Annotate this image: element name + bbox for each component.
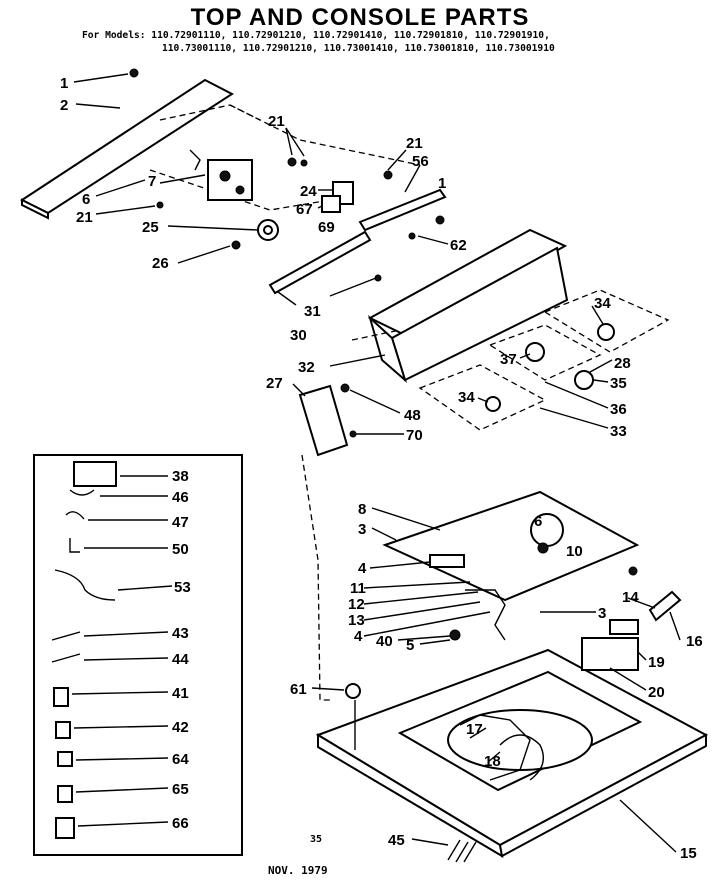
- console-housing: [367, 228, 569, 384]
- callout-42: 42: [172, 719, 189, 736]
- callout-24: 24: [300, 183, 317, 200]
- callout-50: 50: [172, 541, 189, 558]
- models-line-2: 110.73001110, 110.72901210, 110.73001410…: [162, 43, 555, 54]
- page-number: 35: [310, 834, 323, 845]
- callout-34: 34: [594, 295, 611, 312]
- washer-top: [315, 648, 709, 858]
- callout-7: 7: [148, 173, 156, 190]
- callout-5: 5: [406, 637, 414, 654]
- callout-15: 15: [680, 845, 697, 862]
- callout-2: 2: [60, 97, 68, 114]
- callout-28: 28: [614, 355, 631, 372]
- callout-12: 12: [348, 596, 365, 613]
- callout-62: 62: [450, 237, 467, 254]
- callout-69: 69: [318, 219, 335, 236]
- callout-26: 26: [152, 255, 169, 272]
- timer-assembly: [189, 149, 279, 241]
- callout-31: 31: [304, 303, 321, 320]
- callout-8: 8: [358, 501, 366, 518]
- callout-70: 70: [406, 427, 423, 444]
- callout-35: 35: [610, 375, 627, 392]
- page-title: TOP AND CONSOLE PARTS: [190, 4, 530, 31]
- callout-30: 30: [290, 327, 307, 344]
- callout-21: 21: [406, 135, 423, 152]
- callout-33: 33: [610, 423, 627, 440]
- callout-38: 38: [172, 468, 189, 485]
- callout-65: 65: [172, 781, 189, 798]
- callout-21: 21: [268, 113, 285, 130]
- callout-10: 10: [566, 543, 583, 560]
- callout-19: 19: [648, 654, 665, 671]
- callout-34: 34: [458, 389, 475, 406]
- callout-66: 66: [172, 815, 189, 832]
- callout-64: 64: [172, 751, 189, 768]
- callout-47: 47: [172, 514, 189, 531]
- callout-17: 17: [466, 721, 483, 738]
- callout-labels: 1 2 6 21 7 21 21 56 24 67 69 1 25 26 62 …: [60, 75, 703, 862]
- callout-25: 25: [142, 219, 159, 236]
- loose-parts-box: [33, 454, 243, 856]
- callout-44: 44: [172, 651, 189, 668]
- callout-4: 4: [358, 560, 367, 577]
- callout-61: 61: [290, 681, 307, 698]
- callout-32: 32: [298, 359, 315, 376]
- callout-13: 13: [348, 612, 365, 629]
- callout-53: 53: [174, 579, 191, 596]
- callout-41: 41: [172, 685, 189, 702]
- callout-11: 11: [350, 580, 366, 597]
- callout-16: 16: [686, 633, 703, 650]
- leader-lines: [71, 73, 681, 853]
- callout-20: 20: [648, 684, 665, 701]
- callout-36: 36: [610, 401, 627, 418]
- callout-4: 4: [354, 628, 363, 645]
- callout-6: 6: [82, 191, 90, 208]
- top-back-panel: [19, 68, 234, 220]
- callout-3: 3: [358, 521, 366, 538]
- callout-6: 6: [534, 513, 542, 530]
- callout-48: 48: [404, 407, 421, 424]
- callout-18: 18: [484, 753, 501, 770]
- callout-45: 45: [388, 832, 405, 849]
- callout-37: 37: [500, 351, 517, 368]
- callout-21: 21: [76, 209, 93, 226]
- callout-14: 14: [622, 589, 639, 606]
- models-line-1: For Models: 110.72901110, 110.72901210, …: [82, 30, 550, 41]
- callout-1: 1: [438, 175, 446, 192]
- callout-46: 46: [172, 489, 189, 506]
- callout-40: 40: [376, 633, 393, 650]
- footer-date: NOV. 1979: [268, 864, 328, 877]
- badge-panel: [298, 383, 357, 457]
- callout-1: 1: [60, 75, 68, 92]
- lid-assembly: [382, 490, 640, 602]
- callout-56: 56: [412, 153, 429, 170]
- callout-67: 67: [296, 201, 313, 218]
- callout-43: 43: [172, 625, 189, 642]
- callout-27: 27: [266, 375, 283, 392]
- callout-3: 3: [598, 605, 606, 622]
